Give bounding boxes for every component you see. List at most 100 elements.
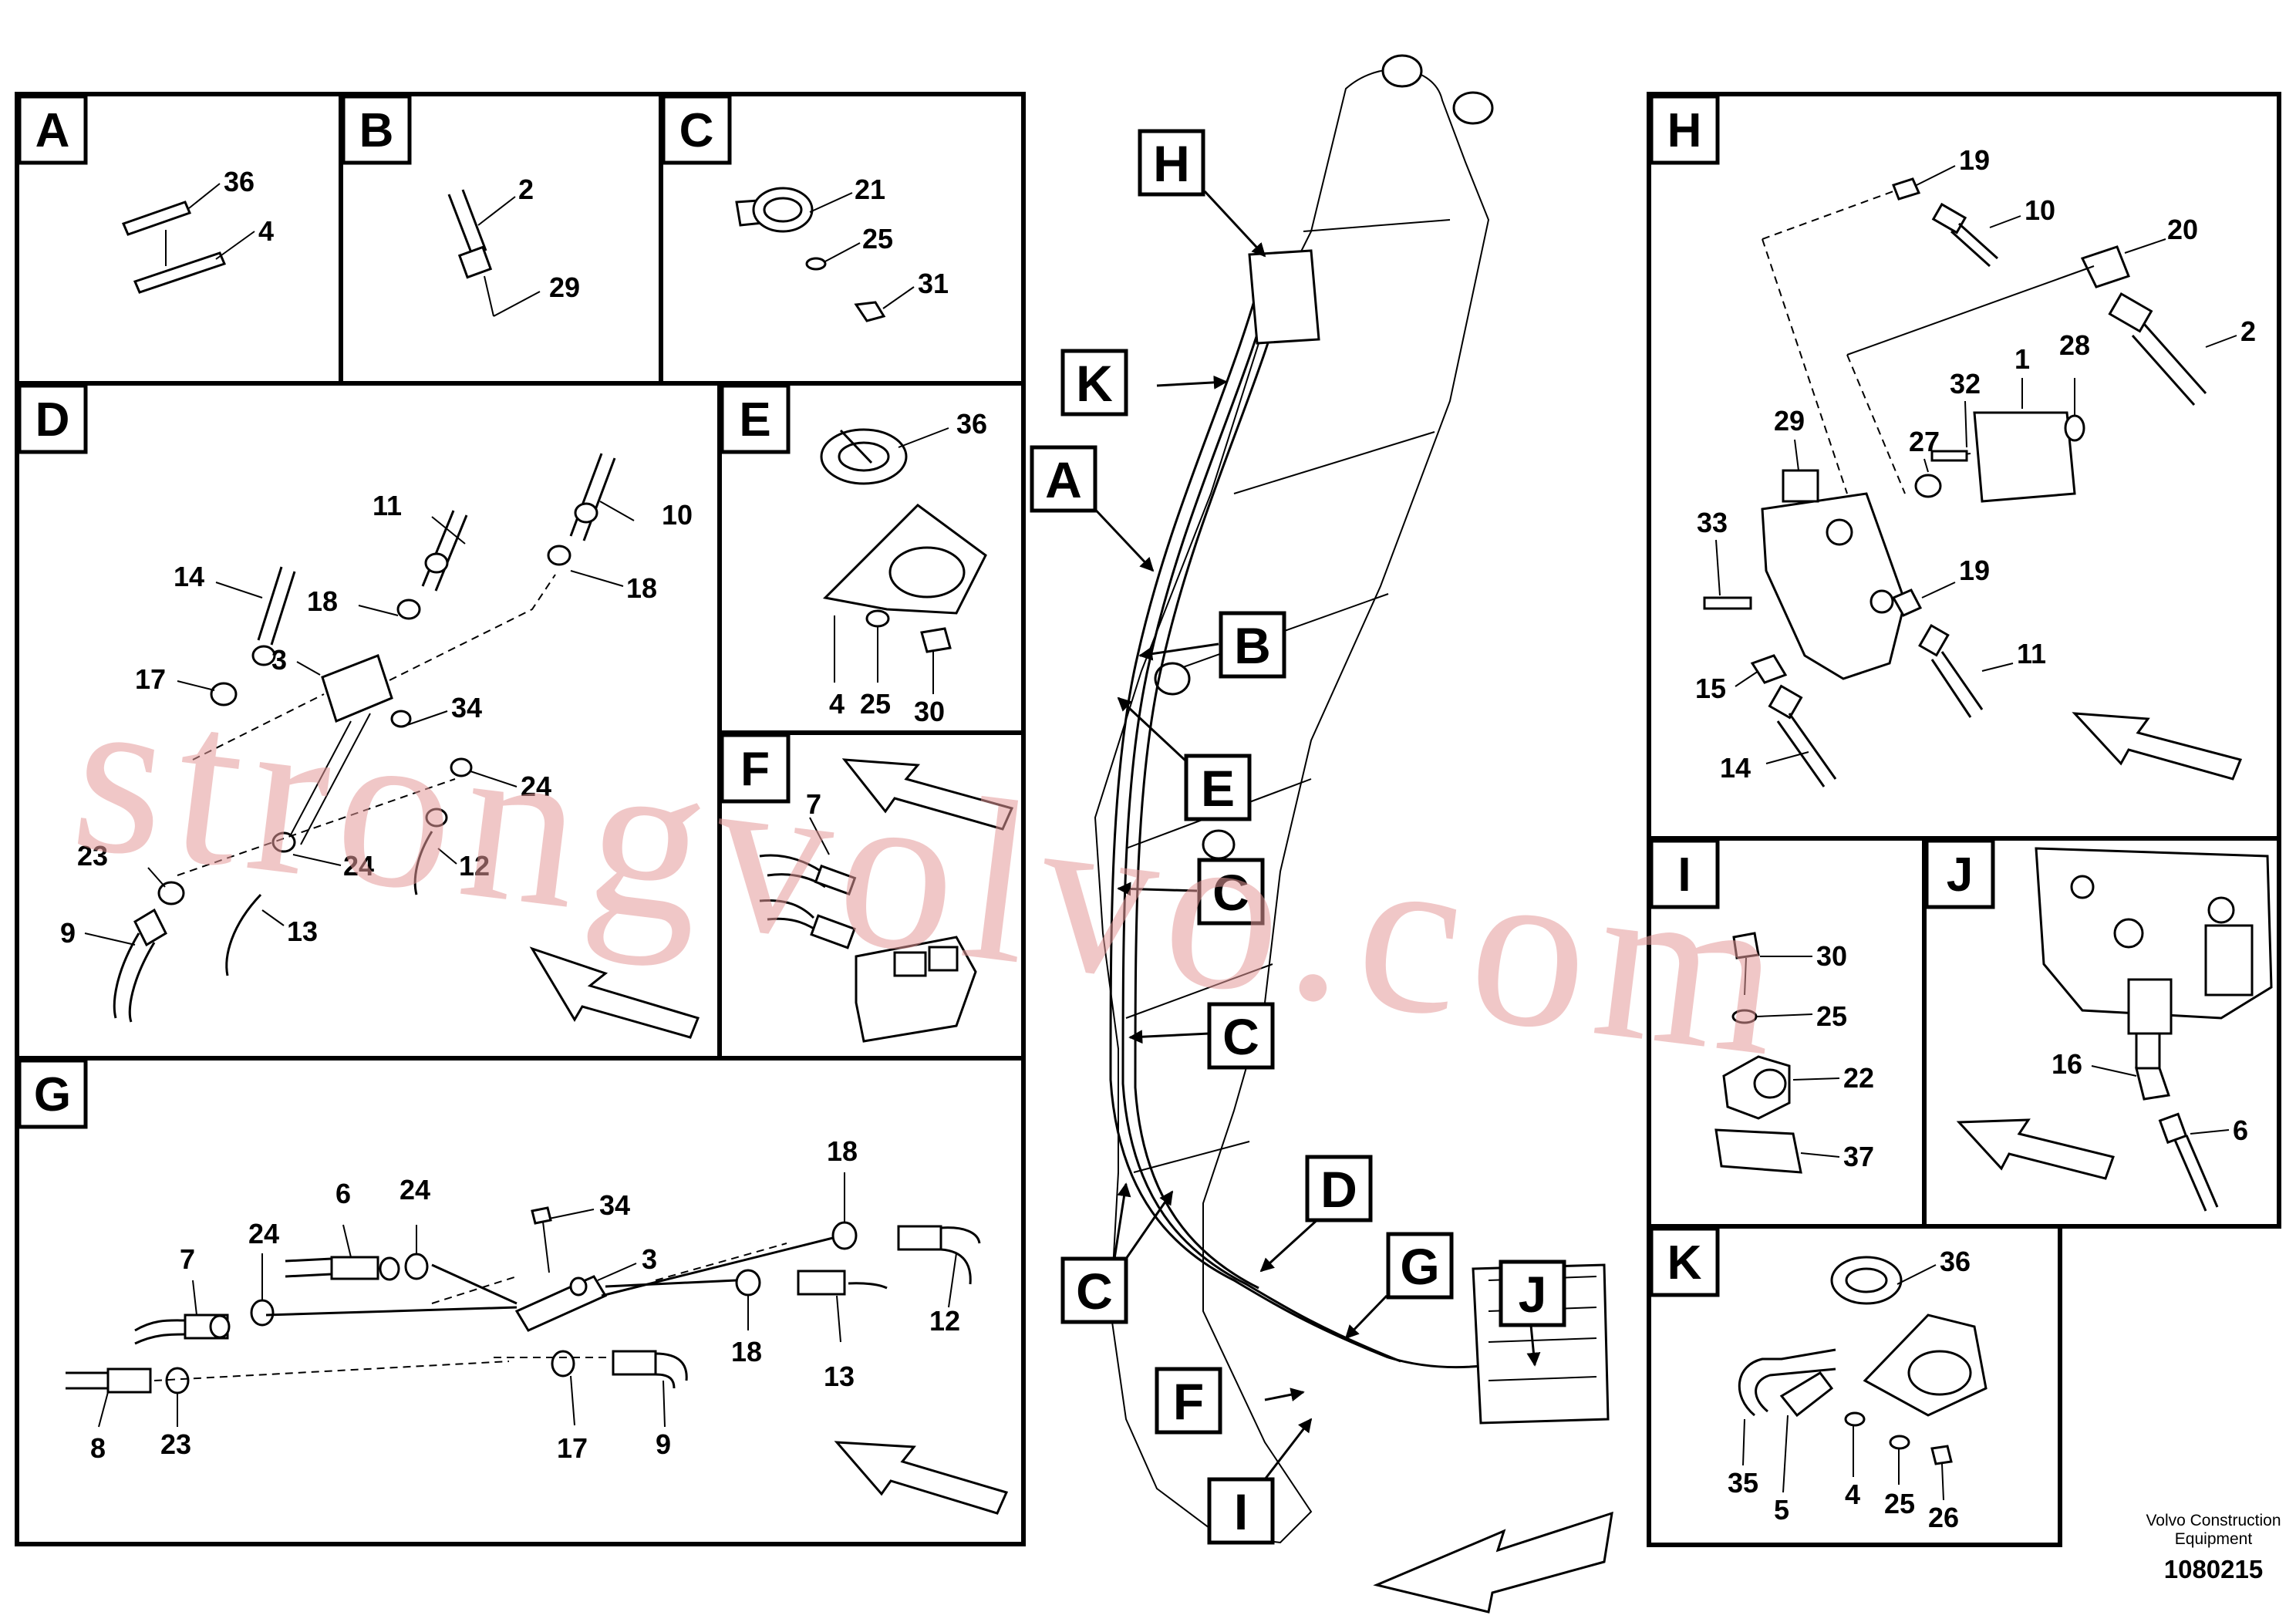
direction-arrow: [841, 758, 1014, 831]
clamp-part: [1722, 1055, 1791, 1120]
svg-text:C: C: [679, 104, 714, 157]
panel-letter-i: I: [1649, 838, 1720, 909]
part-label: 7: [806, 788, 821, 820]
brand-name: Volvo Construction: [2146, 1512, 2281, 1529]
part-label: 25: [862, 223, 893, 255]
clamp-part: [133, 251, 227, 294]
part-label: 25: [860, 688, 891, 720]
fitting-part: [425, 808, 448, 828]
callout-b[interactable]: B: [1219, 611, 1286, 679]
valve-cap-part: [2127, 978, 2173, 1035]
part-label: 37: [1843, 1141, 1874, 1172]
part-label: 1: [2014, 343, 2030, 375]
callout-j[interactable]: J: [1499, 1259, 1566, 1327]
manifold-plate-part: [321, 654, 393, 723]
panel-d-drawing: 11 10 14 18 18 3 17 34 24 23 24 12 9 13: [60, 453, 700, 1039]
callout-a[interactable]: A: [1030, 445, 1097, 513]
oring-part: [2064, 414, 2085, 442]
part-label: 24: [400, 1174, 430, 1206]
clamp-plate-part: [1779, 1371, 1834, 1418]
hose-end-part: [133, 908, 167, 947]
panel-letter-a: A: [17, 94, 88, 165]
callout-c-lower[interactable]: C: [1060, 1256, 1128, 1324]
fitting-part: [612, 1350, 657, 1376]
callout-k[interactable]: K: [1060, 349, 1128, 416]
svg-text:A: A: [1045, 451, 1082, 508]
panel-letter-g: G: [17, 1058, 88, 1129]
elbow-fitting-part: [1892, 177, 1921, 201]
part-label: 29: [549, 271, 580, 303]
part-label: 16: [2052, 1048, 2082, 1080]
boom-pin: [1154, 662, 1191, 696]
panel-letter-j: J: [1924, 838, 1995, 909]
svg-text:H: H: [1153, 135, 1190, 192]
part-label: 23: [77, 840, 108, 872]
part-label: 3: [271, 644, 287, 676]
callout-h[interactable]: H: [1138, 129, 1205, 197]
svg-text:F: F: [740, 743, 770, 796]
part-label: 17: [135, 663, 166, 695]
callout-c-middle[interactable]: C: [1207, 1002, 1275, 1070]
panel-letter-b: B: [341, 94, 412, 165]
fitting-part: [396, 599, 421, 620]
direction-arrow: [1373, 1511, 1613, 1614]
part-label: 9: [60, 917, 76, 949]
part-label: 6: [335, 1178, 351, 1209]
fitting-part: [2108, 292, 2153, 333]
callout-f[interactable]: F: [1155, 1367, 1222, 1435]
part-label: 14: [1720, 752, 1751, 784]
svg-text:B: B: [359, 104, 394, 157]
callout-i[interactable]: I: [1207, 1477, 1275, 1545]
part-label: 10: [2025, 194, 2055, 226]
panel-letter-e: E: [720, 383, 791, 454]
boom-pin: [1452, 91, 1494, 125]
valve-cap-part: [928, 946, 959, 972]
valve-body-part: [1761, 492, 1907, 680]
part-label: 24: [248, 1218, 279, 1249]
part-label: 26: [1928, 1502, 1959, 1533]
fitting-part: [1931, 202, 1967, 234]
callout-g[interactable]: G: [1386, 1232, 1454, 1300]
panel-letters: A B C D E F G H I J K: [17, 94, 1995, 1297]
washer-part: [805, 257, 827, 271]
direction-arrow: [2072, 712, 2243, 781]
part-label: 23: [160, 1428, 191, 1460]
panel-e-drawing: 36 4 25 30: [820, 408, 987, 727]
panel-j-drawing: 16 6: [1956, 847, 2273, 1212]
svg-text:G: G: [34, 1068, 71, 1121]
part-label: 12: [929, 1305, 960, 1337]
callout-d[interactable]: D: [1305, 1155, 1373, 1222]
callout-c-upper[interactable]: C: [1197, 858, 1265, 926]
boom-pin: [1381, 54, 1423, 88]
bolt-part: [531, 1206, 552, 1225]
part-label: 30: [914, 696, 945, 727]
grommet-part: [752, 187, 814, 233]
panel-h-drawing: 19 10 20 2 32 1 28 29 27 33 19 11 15 14: [1695, 144, 2256, 787]
part-label: 2: [518, 174, 534, 205]
part-label: 11: [373, 490, 402, 521]
part-label: 31: [918, 268, 949, 299]
fitting-part: [390, 710, 412, 728]
svg-text:C: C: [1076, 1263, 1113, 1320]
part-label: 22: [1843, 1062, 1874, 1094]
part-label: 18: [827, 1135, 858, 1167]
elbow-fitting-part: [1750, 654, 1788, 684]
part-label: 25: [1884, 1488, 1915, 1519]
part-label: 4: [829, 688, 845, 720]
svg-text:J: J: [1519, 1266, 1547, 1323]
drawing-number: 1080215: [2164, 1555, 2263, 1583]
part-label: 36: [224, 166, 255, 197]
part-label: 30: [1816, 940, 1847, 972]
callout-e[interactable]: E: [1184, 754, 1252, 821]
elbow-fitting-part: [2080, 245, 2130, 288]
grommet-part: [1830, 1256, 1903, 1305]
part-label: 18: [626, 572, 657, 604]
svg-text:J: J: [1947, 848, 1973, 902]
part-label: 5: [1774, 1494, 1789, 1526]
part-label: 18: [307, 585, 338, 617]
svg-text:I: I: [1677, 848, 1691, 902]
bolt-part: [1930, 450, 1968, 462]
part-label: 34: [451, 692, 482, 723]
direction-arrow: [529, 946, 700, 1039]
hose-sleeve-part: [121, 201, 192, 236]
